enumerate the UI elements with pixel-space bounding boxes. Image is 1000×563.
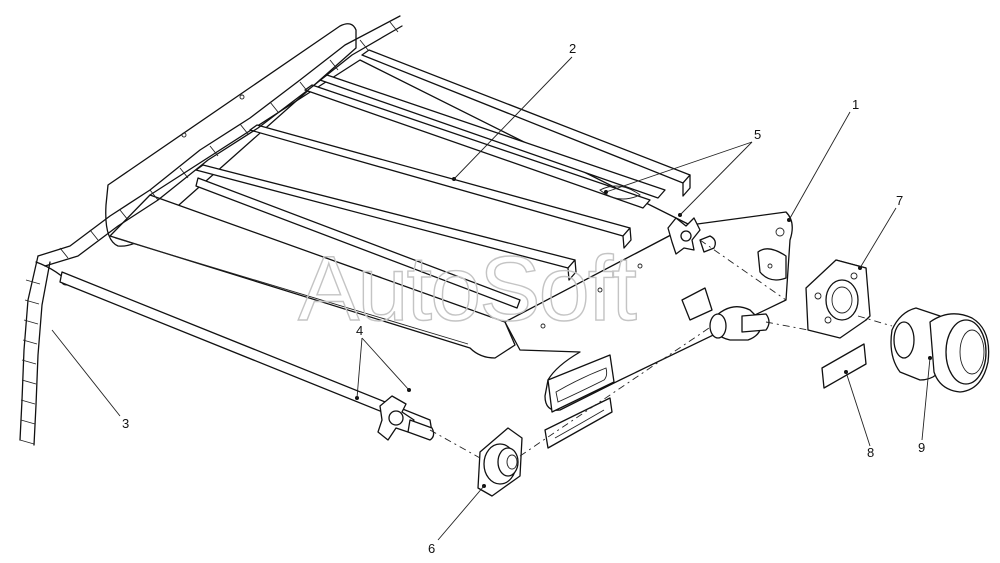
callout-numbers: 1 2 3 4 5 6 7 8 9 <box>122 41 925 556</box>
shaft-hub <box>604 190 770 341</box>
mounting-bracket <box>805 259 871 339</box>
callout-8: 8 <box>867 445 874 460</box>
callout-6: 6 <box>428 541 435 556</box>
callout-leaders <box>51 56 931 541</box>
assembly-axis <box>429 239 893 459</box>
drive-shaft <box>59 271 435 441</box>
front-side-frame <box>504 211 793 449</box>
conveyor-chain <box>19 15 403 446</box>
callout-1: 1 <box>852 97 859 112</box>
gear-motor <box>890 307 990 393</box>
callout-7: 7 <box>896 193 903 208</box>
slats <box>195 49 691 309</box>
callout-4: 4 <box>356 323 363 338</box>
callout-3: 3 <box>122 416 129 431</box>
cover-plate <box>821 343 867 389</box>
bearing-flange <box>477 427 523 497</box>
watermark: AutoSoft <box>298 238 636 340</box>
callout-9: 9 <box>918 440 925 455</box>
callout-2: 2 <box>569 41 576 56</box>
callout-5: 5 <box>754 127 761 142</box>
